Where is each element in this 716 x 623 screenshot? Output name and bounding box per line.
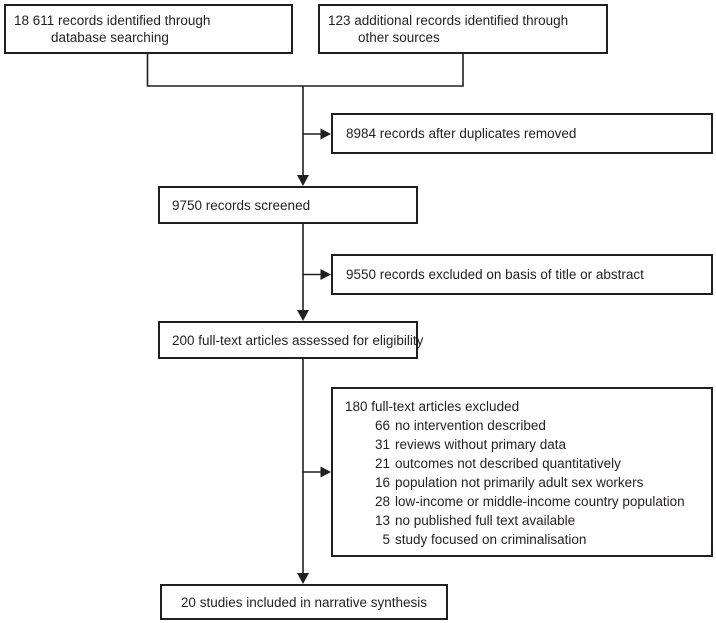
exclusion-reason-count: 21 [374, 456, 390, 471]
exclusion-reason-label: no published full text available [395, 513, 576, 528]
exclusion-reason-label: study focused on criminalisation [395, 532, 587, 547]
exclusion-reason-count: 31 [374, 437, 390, 452]
arrowhead-to-fulltext [297, 310, 309, 321]
box-duplicates-removed: 8984 records after duplicates removed [331, 113, 713, 154]
exclusion-reason-label: reviews without primary data [395, 437, 567, 452]
box-records-identified-database: 18 611 records identified through databa… [4, 4, 293, 54]
exclusion-reason-count: 13 [374, 513, 390, 528]
exclusion-reason-label: low-income or middle-income country popu… [395, 494, 685, 509]
exclusion-reason: 66 no intervention described [345, 416, 703, 435]
box-fulltext-assessed: 200 full-text articles assessed for elig… [158, 321, 423, 359]
box-excluded-title-abstract: 9550 records excluded on basis of title … [331, 254, 713, 295]
fulltext-assessed-label: 200 full-text articles assessed for elig… [172, 332, 424, 348]
connector-merge-line [146, 54, 464, 87]
exclusion-reason: 5 study focused on criminalisation [345, 530, 703, 549]
duplicates-removed-label: 8984 records after duplicates removed [346, 126, 577, 141]
exclusion-reason-label: outcomes not described quantitatively [395, 456, 621, 471]
arrowhead-to-excluded [320, 466, 331, 478]
exclusion-reason: 28 low-income or middle-income country po… [345, 492, 703, 511]
exclusion-reason: 31 reviews without primary data [345, 435, 703, 454]
records-identified-other-line1: 123 additional records identified throug… [328, 13, 569, 28]
exclusion-reason-label: population not primarily adult sex worke… [395, 475, 644, 490]
exclusion-reason-count: 28 [374, 494, 390, 509]
exclusion-reason-count: 16 [374, 475, 390, 490]
arrowhead-to-title-abstract [320, 269, 331, 280]
studies-included-label: 20 studies included in narrative synthes… [180, 594, 428, 610]
fulltext-excluded-title: 180 full-text articles excluded [345, 399, 520, 414]
records-identified-database-line2: database searching [51, 30, 169, 45]
records-screened-label: 9750 records screened [172, 197, 311, 213]
exclusion-reason-count: 5 [382, 532, 390, 547]
records-identified-other-line2: other sources [358, 30, 440, 45]
box-studies-included: 20 studies included in narrative synthes… [160, 584, 448, 620]
box-records-identified-other: 123 additional records identified throug… [318, 4, 608, 54]
arrowhead-to-included [297, 573, 309, 584]
records-identified-database-line1: 18 611 records identified through [14, 13, 211, 28]
arrowhead-to-duplicates [320, 128, 331, 140]
excluded-title-abstract-label: 9550 records excluded on basis of title … [346, 267, 644, 282]
box-fulltext-excluded: 180 full-text articles excluded 66 no int… [331, 387, 713, 557]
exclusion-reason-label: no intervention described [395, 418, 546, 433]
box-records-screened: 9750 records screened [158, 186, 418, 224]
exclusion-reason-count: 66 [374, 418, 390, 433]
exclusion-reason: 13 no published full text available [345, 511, 703, 530]
exclusion-reason: 16 population not primarily adult sex wor… [345, 473, 703, 492]
exclusion-reason: 21 outcomes not described quantitatively [345, 454, 703, 473]
arrowhead-to-screened [297, 175, 309, 186]
